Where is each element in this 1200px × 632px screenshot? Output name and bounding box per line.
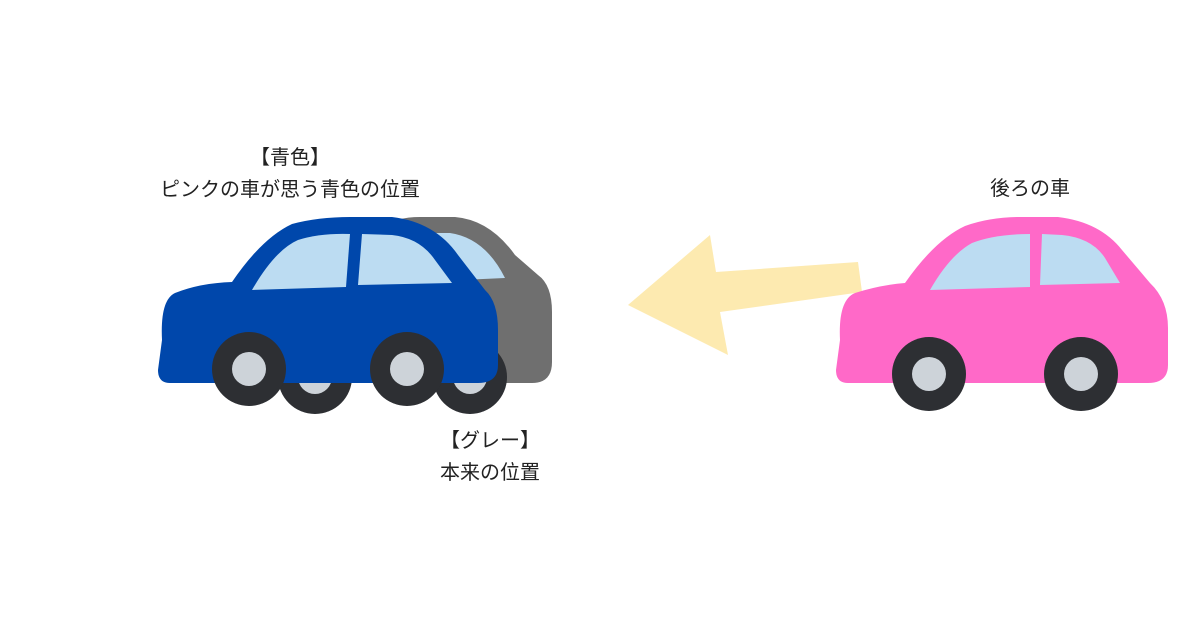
blue-car-front-hub — [390, 352, 424, 386]
pink-car-rear-hub — [912, 357, 946, 391]
blue-car-label-title: 【青色】 — [250, 145, 330, 169]
gray-car-label: 【グレー】 本来の位置 — [390, 424, 590, 488]
blue-car-window-front — [358, 234, 452, 285]
gray-car-label-title: 【グレー】 — [440, 428, 540, 452]
blue-car-rear-hub — [232, 352, 266, 386]
pink-car-icon — [836, 217, 1168, 411]
pink-car-window-front — [1040, 234, 1120, 285]
pink-car-window-back — [930, 234, 1030, 290]
blue-car-window-back — [252, 233, 350, 290]
blue-car-label-description: ピンクの車が思う青色の位置 — [160, 177, 420, 201]
left-arrow-icon — [628, 235, 862, 355]
left-arrow-shape — [628, 235, 862, 355]
rear-car-label-title: 後ろの車 — [990, 176, 1070, 200]
blue-car-label: 【青色】 ピンクの車が思う青色の位置 — [110, 141, 470, 205]
pink-car-front-hub — [1064, 357, 1098, 391]
rear-car-label: 後ろの車 — [940, 172, 1120, 204]
blue-car-icon — [158, 217, 498, 406]
gray-car-label-description: 本来の位置 — [440, 460, 540, 484]
